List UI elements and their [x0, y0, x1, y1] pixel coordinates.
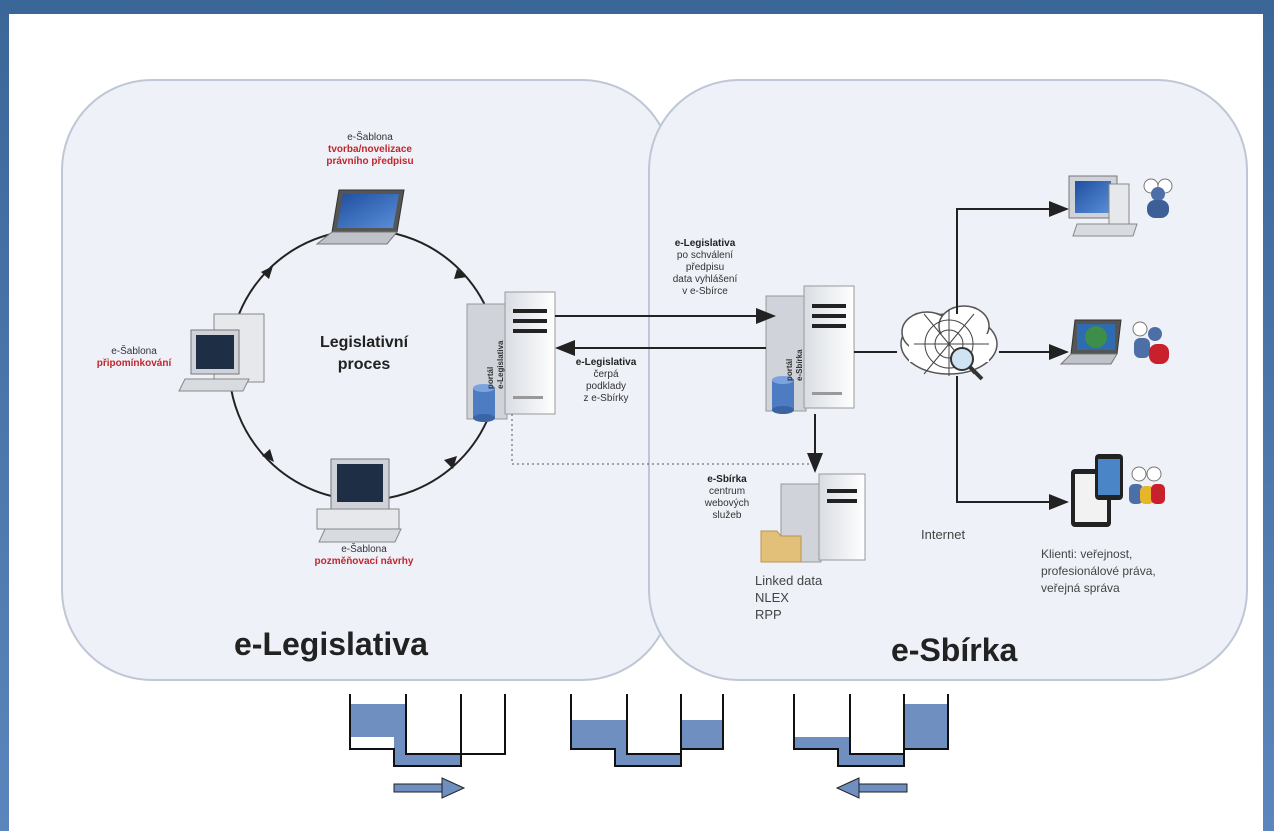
- users-icon: [1143, 178, 1173, 218]
- right-server-label: portále-Sbírka: [785, 349, 804, 381]
- magnifier-icon: [950, 347, 984, 381]
- diagram-canvas: portále-Legislativa portále-Sbírka e-Šab…: [9, 14, 1263, 831]
- arrow-left-icon: [835, 777, 908, 799]
- database-icon: [772, 376, 794, 414]
- web-services-label: e-Sbírka centrum webových služeb: [704, 474, 750, 521]
- cycle-arrow-icon: [444, 456, 457, 469]
- internet-label: Internet: [921, 527, 966, 542]
- bottom-node-label: e-Šablona pozměňovací návrhy: [314, 544, 414, 567]
- vessel-middle: [570, 694, 724, 767]
- arrow-right-icon: [393, 777, 466, 799]
- cloud-web-icon: [900, 305, 998, 376]
- top-node-label: e-Šablona tvorba/novelizace právního pře…: [326, 132, 414, 167]
- desktop-computer-icon: [1068, 175, 1138, 237]
- e-sbirka-region: [648, 79, 1248, 681]
- flow-bottom-label: e-Legislativa čerpá podklady z e-Sbírky: [575, 357, 637, 404]
- e-legislativa-title: e-Legislativa: [234, 626, 428, 662]
- desktop-computer-icon: [316, 458, 402, 543]
- flow-top-label: e-Legislativa po schválení předpisu data…: [672, 238, 738, 297]
- cycle-arrow-icon: [454, 269, 467, 279]
- desktop-computer-icon: [178, 313, 265, 392]
- left-node-label: e-Šablona připomínkování: [96, 346, 172, 369]
- process-label: Legislativní proces: [319, 334, 409, 373]
- left-server-label: portále-Legislativa: [486, 340, 505, 389]
- vessel-left: [349, 694, 506, 767]
- dotted-link: [511, 414, 815, 465]
- diagram-svg: portále-Legislativa portále-Sbírka: [61, 79, 1248, 799]
- users-icon: [1129, 466, 1165, 504]
- laptop-icon: [1059, 319, 1122, 365]
- clients-label: Klienti: veřejnost, profesionálové práva…: [1041, 547, 1156, 595]
- data-list: Linked data NLEX RPP: [755, 573, 823, 622]
- users-icon: [1132, 321, 1169, 364]
- folder-icon: [760, 530, 802, 563]
- cycle-arrow-icon: [261, 266, 273, 279]
- database-icon: [473, 384, 495, 422]
- cycle-arrow-icon: [262, 449, 274, 462]
- tablet-icon: [1071, 454, 1123, 527]
- laptop-icon: [315, 189, 405, 245]
- e-sbirka-title: e-Sbírka: [891, 632, 1018, 668]
- vessel-right: [793, 694, 949, 767]
